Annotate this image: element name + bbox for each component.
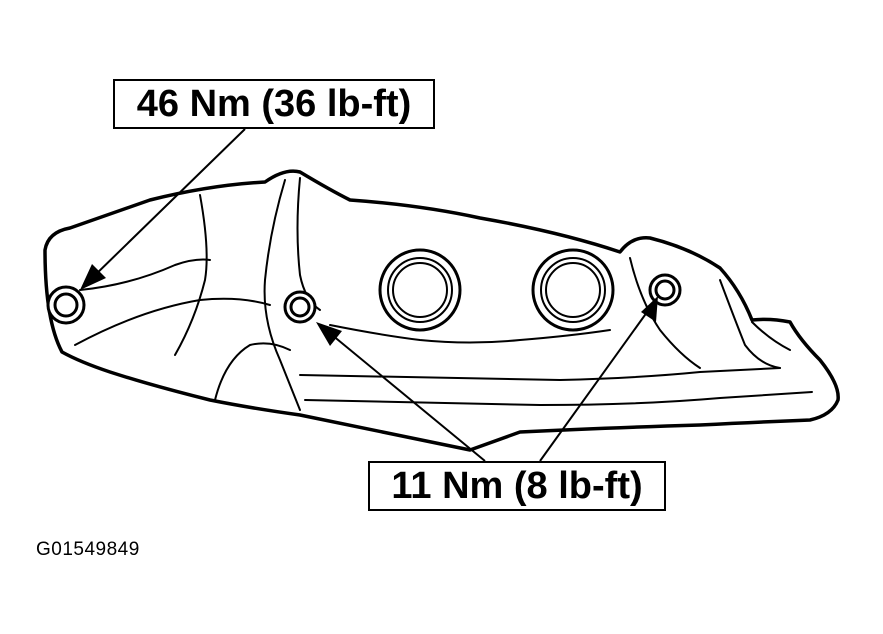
leader-line-bottom-left <box>325 329 486 462</box>
rib-center-ridge-inner <box>296 177 321 311</box>
rib-left-vertical <box>174 194 208 356</box>
leader-line-bottom-right <box>539 307 651 462</box>
rib-right-tab <box>751 321 791 351</box>
rib-center-ridge <box>263 179 301 411</box>
rib-right-contour <box>629 257 701 369</box>
port-opening-right-inner <box>540 257 606 323</box>
arrow-head-bottom-right <box>641 296 658 322</box>
port-opening-left-inner <box>387 257 453 323</box>
bolt-center <box>283 290 317 324</box>
port-opening-left-core <box>392 262 448 318</box>
port-opening-right-core <box>545 262 601 318</box>
rib-left-curve <box>79 258 211 291</box>
bolt-right <box>648 273 682 307</box>
arrow-head-top <box>80 264 106 290</box>
torque-callout-bottom: 11 Nm (8 lb-ft) <box>368 461 666 511</box>
leader-line-top <box>89 128 246 281</box>
rib-lower-band-top <box>299 367 781 381</box>
figure-id: G01549849 <box>36 539 140 560</box>
port-opening-right-outer <box>531 248 615 332</box>
arrow-head-bottom-left <box>316 322 342 346</box>
rib-lower-band-bottom <box>304 391 813 406</box>
torque-callout-top: 46 Nm (36 lb-ft) <box>113 79 435 129</box>
rib-lower-left <box>214 342 291 401</box>
port-opening-left-outer <box>378 248 462 332</box>
rib-right-edge <box>719 279 781 369</box>
rib-left-lower <box>74 297 271 346</box>
heat-shield-outline <box>43 169 840 452</box>
bolt-left <box>46 285 86 325</box>
rib-wave <box>329 324 611 344</box>
